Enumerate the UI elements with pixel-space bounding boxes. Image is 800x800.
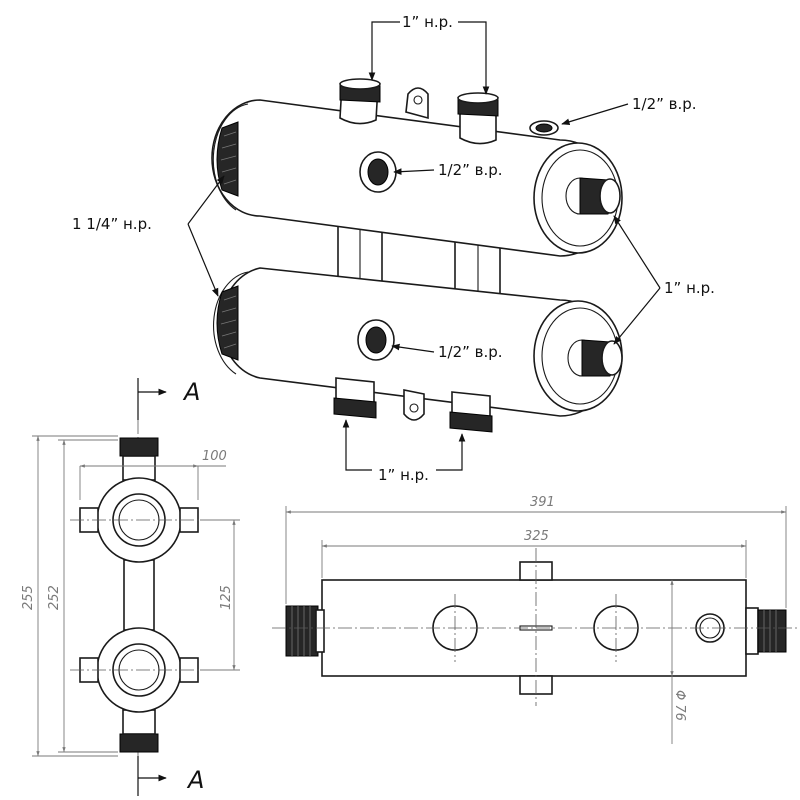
- upper-center-port: [359, 151, 397, 193]
- right-thread-lower: [567, 339, 623, 377]
- dim-325: 325: [524, 529, 549, 544]
- callout-upper-center: 1/2” в.р.: [438, 161, 503, 179]
- dim-100: 100: [202, 449, 227, 464]
- section-label-top: A: [182, 378, 200, 406]
- lower-center-port: [357, 319, 395, 361]
- right-thread-upper: [565, 177, 621, 215]
- bottom-lug: [403, 389, 425, 421]
- lower-cylinder: [213, 267, 623, 417]
- top-small-port: [529, 120, 559, 136]
- top-lug: [405, 87, 429, 120]
- front-body: [70, 437, 208, 753]
- top-pipe-right: [457, 92, 499, 145]
- dim-252: 252: [47, 585, 62, 610]
- left-thread-upper: [216, 121, 239, 197]
- left-thread-lower: [216, 285, 239, 361]
- callout-top-right: 1/2” в.р.: [632, 95, 697, 113]
- side-body: [272, 548, 800, 706]
- leaders: [187, 21, 661, 471]
- side-dimensions: [285, 506, 787, 744]
- dim-255: 255: [21, 585, 36, 610]
- callout-left-ends: 1 1/4” н.р.: [72, 215, 152, 233]
- front-dimensions: [32, 435, 240, 757]
- section-label-bottom: A: [186, 766, 204, 794]
- dim-diameter-76: Φ 76: [672, 690, 687, 721]
- bottom-pipe-right: [449, 391, 493, 433]
- front-view: A A: [21, 378, 240, 796]
- side-view: 391 325 Φ 76: [272, 495, 800, 744]
- callout-lower-center: 1/2” в.р.: [438, 343, 503, 361]
- top-pipe-left: [339, 78, 381, 125]
- callout-top-pipes: 1” н.р.: [402, 13, 453, 31]
- dim-125: 125: [219, 585, 234, 610]
- callout-right-ends: 1” н.р.: [664, 279, 715, 297]
- callout-bottom-pipes: 1” н.р.: [378, 466, 429, 484]
- upper-cylinder: [211, 99, 623, 257]
- bottom-pipe-left: [333, 377, 377, 419]
- dim-391: 391: [530, 495, 555, 510]
- isometric-view: 1” н.р. 1/2” в.р. 1/2” в.р. 1 1/4” н.р. …: [72, 13, 715, 484]
